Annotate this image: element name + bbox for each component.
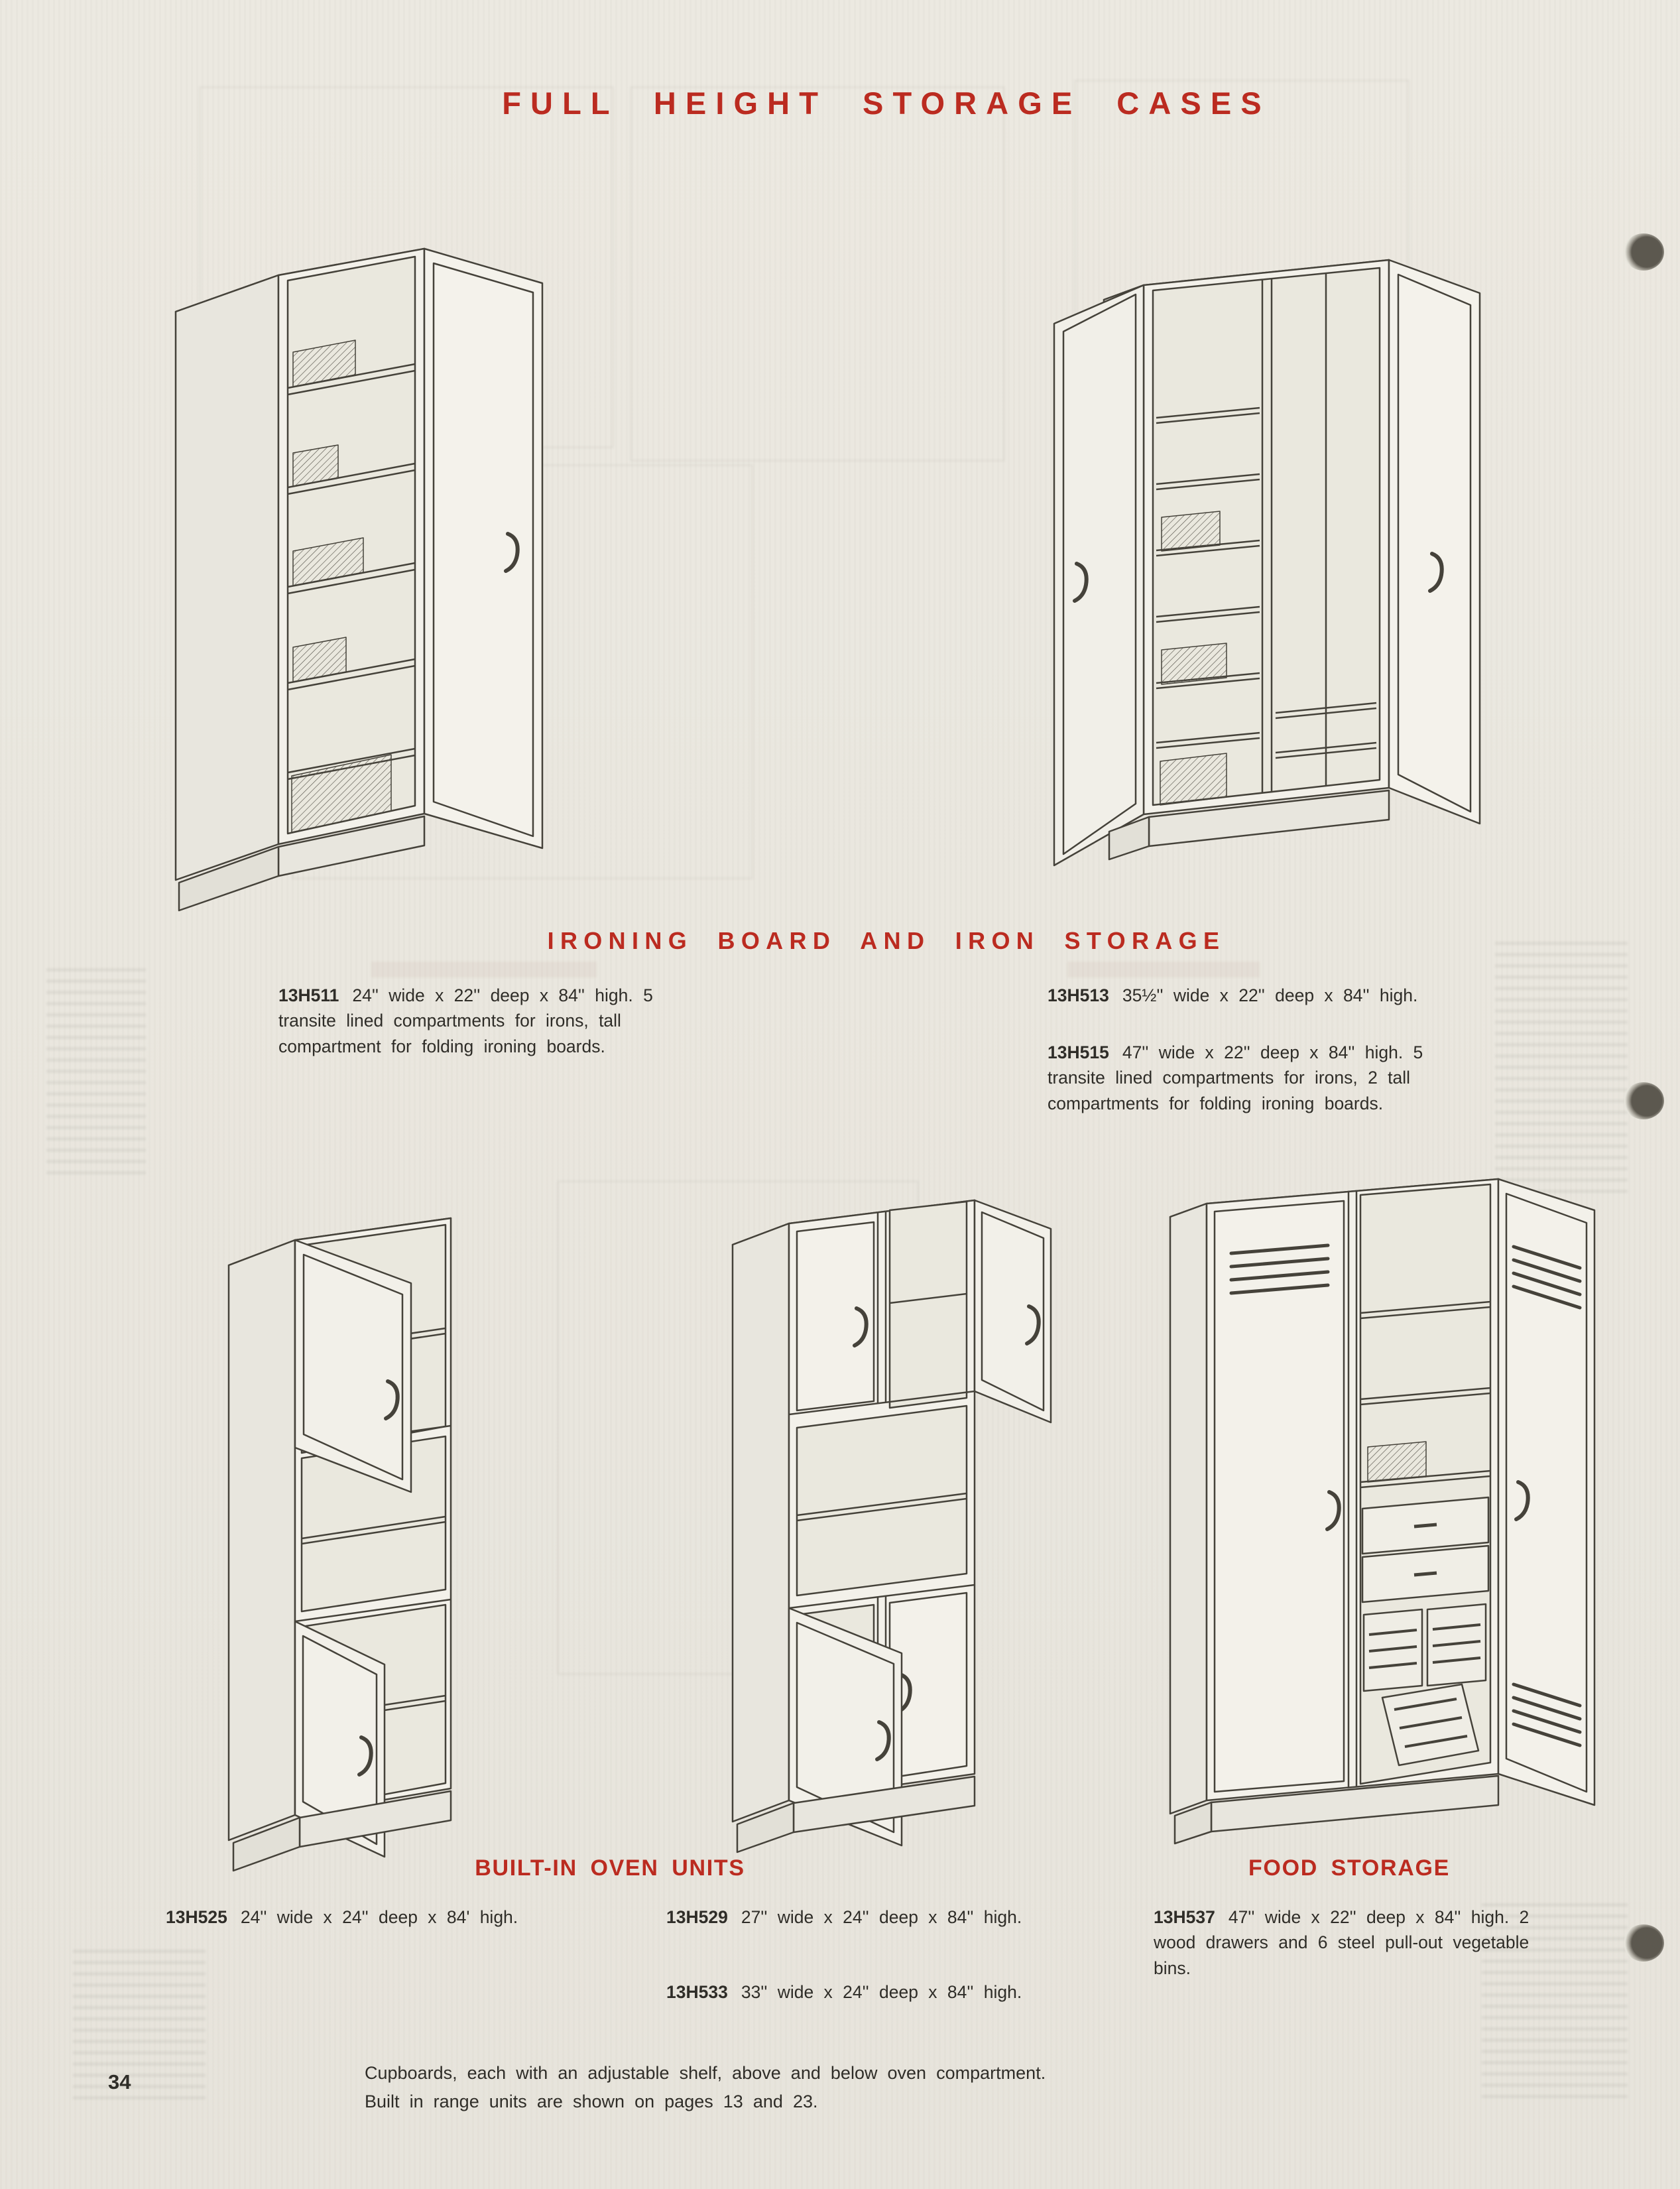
product-desc-13H511: 24'' wide x 22'' deep x 84'' high. 5 tra… [278, 985, 653, 1056]
section-heading-food: FOOD STORAGE [1248, 1855, 1451, 1881]
door-handle [504, 532, 520, 573]
illustration-cabinet-13H525 [227, 1217, 452, 1872]
section-heading-oven: BUILT-IN OVEN UNITS [475, 1855, 745, 1881]
product-code-13H537: 13H537 [1154, 1907, 1215, 1927]
product-desc-13H515: 47'' wide x 22'' deep x 84'' high. 5 tra… [1048, 1042, 1423, 1113]
ghost-bleedthrough [73, 1950, 206, 2102]
door-handle [896, 1672, 912, 1714]
ghost-bleedthrough [1067, 962, 1260, 977]
louver-vent [1229, 1243, 1330, 1295]
product-code-13H525: 13H525 [166, 1907, 227, 1927]
ghost-bleedthrough [46, 968, 146, 1180]
door-handle [1514, 1480, 1530, 1521]
product-desc-13H513: 35½'' wide x 22'' deep x 84'' high. [1122, 985, 1418, 1005]
product-desc-13H529: 27'' wide x 24'' deep x 84'' high. [741, 1907, 1022, 1927]
door-handle [384, 1379, 400, 1420]
punch-hole [1623, 233, 1664, 271]
illustration-cabinet-13H529-13H533 [731, 1199, 1052, 1853]
door-handle [875, 1720, 891, 1761]
illustration-cabinet-13H537 [1169, 1178, 1596, 1845]
product-code-13H533: 13H533 [666, 1982, 728, 2002]
product-13H525: 13H525 24'' wide x 24'' deep x 84' high. [166, 1905, 537, 1930]
product-desc-13H537: 47'' wide x 22'' deep x 84'' high. 2 woo… [1154, 1907, 1530, 1978]
door-handle [853, 1306, 869, 1347]
door-handle [1428, 552, 1444, 593]
door-handle [1025, 1304, 1041, 1345]
footer-line-1: Cupboards, each with an adjustable shelf… [365, 2063, 1046, 2083]
illustration-cabinet-13H513-13H515 [1053, 259, 1481, 867]
product-13H533: 13H533 33'' wide x 24'' deep x 84'' high. [666, 1979, 1064, 2005]
punch-hole [1623, 1082, 1664, 1119]
product-desc-13H533: 33'' wide x 24'' deep x 84'' high. [741, 1982, 1022, 2002]
ghost-bleedthrough [371, 962, 597, 977]
louver-vent [1512, 1245, 1582, 1747]
product-13H529: 13H529 27'' wide x 24'' deep x 84'' high. [666, 1905, 1064, 1930]
illustration-cabinet-13H511 [174, 247, 544, 912]
product-13H513: 13H513 35½'' wide x 22'' deep x 84'' high… [1048, 983, 1478, 1008]
page-title: FULL HEIGHT STORAGE CASES [502, 86, 1271, 121]
footer-line-2: Built in range units are shown on pages … [365, 2092, 818, 2112]
ghost-bleedthrough [630, 86, 1005, 462]
product-code-13H515: 13H515 [1048, 1042, 1109, 1062]
section-heading-ironing: IRONING BOARD AND IRON STORAGE [547, 927, 1226, 954]
product-desc-13H525: 24'' wide x 24'' deep x 84' high. [240, 1907, 518, 1927]
product-code-13H513: 13H513 [1048, 985, 1109, 1005]
vegetable-bin [1381, 1683, 1480, 1767]
product-code-13H511: 13H511 [278, 985, 339, 1005]
door-handle [357, 1735, 373, 1777]
page-number: 34 [108, 2070, 131, 2094]
door-handle [1073, 562, 1089, 603]
product-code-13H529: 13H529 [666, 1907, 728, 1927]
punch-hole [1623, 1924, 1664, 1962]
footer-note: Cupboards, each with an adjustable shelf… [365, 2059, 1200, 2116]
door-handle [1325, 1490, 1341, 1531]
